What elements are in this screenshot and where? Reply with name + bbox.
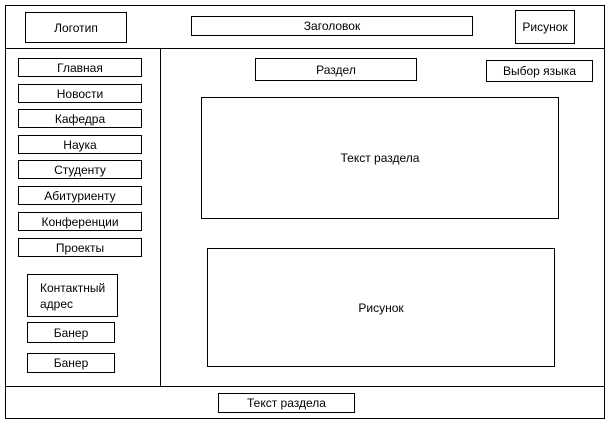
frame-right [604,5,605,419]
main-picture: Рисунок [207,248,555,367]
sidebar-divider [160,48,161,386]
sidebar-item-news[interactable]: Новости [18,84,142,103]
frame-top [5,5,605,6]
section-text: Текст раздела [201,97,559,219]
frame-bottom [5,418,605,419]
footer-text: Текст раздела [218,393,355,413]
banner-2[interactable]: Банер [27,353,115,373]
header-divider [5,48,605,49]
sidebar-item-science[interactable]: Наука [18,135,142,154]
frame-left [5,5,6,419]
page-title: Заголовок [191,16,473,36]
banner-1[interactable]: Банер [27,322,115,343]
footer-divider [5,386,605,387]
sidebar-item-projects[interactable]: Проекты [18,238,142,257]
sidebar-item-home[interactable]: Главная [18,58,142,77]
logo[interactable]: Логотип [25,12,127,43]
sidebar-item-department[interactable]: Кафедра [18,109,142,128]
sidebar-item-students[interactable]: Студенту [18,160,142,179]
section-title: Раздел [255,58,417,81]
language-selector[interactable]: Выбор языка [486,60,593,82]
sidebar-item-applicants[interactable]: Абитуриенту [18,186,142,205]
header-picture: Рисунок [515,10,575,44]
contact-address: Контактный адрес [27,274,118,317]
sidebar-item-conferences[interactable]: Конференции [18,212,142,231]
